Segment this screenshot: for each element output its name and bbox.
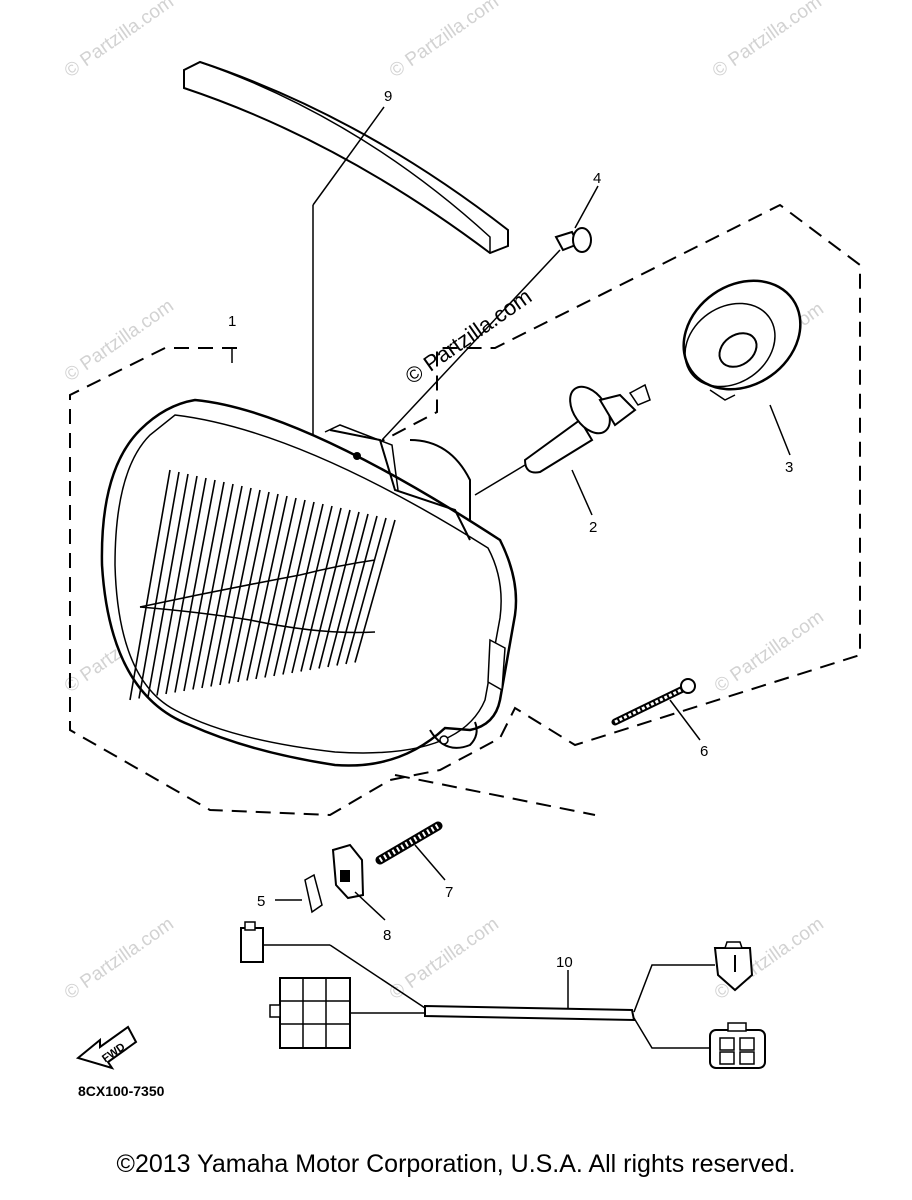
assembly-outline bbox=[69, 203, 861, 817]
lens-line bbox=[138, 471, 180, 699]
part-2-bulb bbox=[474, 383, 651, 516]
lens-line bbox=[237, 493, 279, 683]
callout-6: 6 bbox=[700, 743, 708, 760]
part-4-screw bbox=[381, 185, 599, 441]
lens-line bbox=[345, 517, 387, 665]
watermark: © Partzilla.com bbox=[61, 913, 178, 1004]
callout-10: 10 bbox=[556, 954, 573, 971]
part-3-cover bbox=[682, 279, 802, 456]
watermark: © Partzilla.com bbox=[61, 295, 178, 386]
callout-3: 3 bbox=[785, 459, 793, 476]
lens-line bbox=[327, 513, 369, 668]
fwd-arrow-icon: FWD bbox=[75, 1025, 138, 1070]
watermark: © Partzilla.com bbox=[386, 0, 503, 82]
callout-1: 1 bbox=[228, 313, 236, 330]
lens-line bbox=[318, 511, 360, 669]
lens-line bbox=[192, 483, 234, 690]
callout-5: 5 bbox=[257, 893, 265, 910]
callout-4: 4 bbox=[593, 170, 601, 187]
lens-line bbox=[336, 515, 378, 666]
copyright-notice: ©2013 Yamaha Motor Corporation, U.S.A. A… bbox=[116, 1150, 796, 1178]
lens-line bbox=[228, 491, 270, 684]
lens-line bbox=[264, 499, 306, 678]
lens-line bbox=[354, 519, 396, 663]
lens-line bbox=[147, 473, 189, 698]
spring-leader bbox=[394, 774, 596, 816]
lens-line bbox=[219, 489, 261, 686]
lens-line bbox=[201, 485, 243, 689]
watermark: © Partzilla.com bbox=[709, 0, 826, 82]
part-5-pin bbox=[275, 873, 323, 914]
part-code: 8CX100-7350 bbox=[78, 1083, 165, 1099]
lens-line bbox=[309, 509, 351, 671]
callout-8: 8 bbox=[383, 927, 391, 944]
lens-line bbox=[129, 469, 171, 701]
part-7-spring bbox=[375, 821, 446, 881]
callout-9: 9 bbox=[384, 88, 392, 105]
watermark: © Partzilla.com bbox=[711, 606, 828, 697]
watermark: © Partzilla.com bbox=[61, 0, 178, 82]
callout-7: 7 bbox=[445, 884, 453, 901]
part-10-harness bbox=[240, 921, 766, 1069]
lens-line bbox=[300, 507, 342, 672]
lens-line bbox=[183, 481, 225, 692]
center-watermark: © Partzilla.com bbox=[401, 284, 537, 390]
part-9-pad bbox=[183, 60, 509, 505]
part-6-bolt bbox=[611, 678, 701, 741]
lens-line bbox=[174, 479, 216, 693]
lens-line bbox=[291, 505, 333, 674]
lens-line bbox=[210, 487, 252, 687]
lens-line bbox=[273, 501, 315, 677]
lens-line bbox=[165, 477, 207, 695]
lens-line bbox=[246, 495, 288, 681]
part-8-clip bbox=[331, 843, 386, 921]
part-1-headlight bbox=[100, 348, 518, 767]
lens-pattern bbox=[129, 469, 396, 701]
lens-line bbox=[282, 503, 324, 675]
callout-2: 2 bbox=[589, 519, 597, 536]
watermark: © Partzilla.com bbox=[386, 913, 503, 1004]
lens-line bbox=[156, 475, 198, 696]
lens-line bbox=[255, 497, 297, 680]
